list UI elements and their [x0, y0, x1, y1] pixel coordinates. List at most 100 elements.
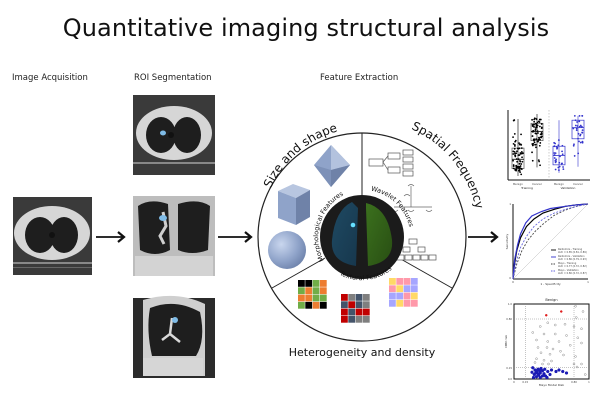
stage-label-extraction: Feature Extraction — [320, 73, 399, 83]
texture-cell — [298, 301, 305, 309]
scatter-point-mid — [574, 305, 577, 308]
scatter-point-mid — [546, 340, 549, 343]
scatter-point-low — [542, 372, 546, 376]
texture-cell — [312, 280, 320, 287]
box-point — [558, 161, 561, 164]
texture-cell — [298, 280, 305, 287]
ct-image-sagittal-roi — [133, 295, 215, 378]
roc-line-mayo-training — [512, 203, 589, 280]
box-point — [533, 120, 536, 123]
box-point — [554, 168, 557, 171]
box-point — [535, 146, 537, 149]
scatter-point-mid — [557, 340, 561, 343]
texture-cell — [305, 301, 313, 309]
scatter-point-mid — [535, 338, 538, 342]
box-point — [512, 119, 515, 122]
box-point — [512, 159, 514, 162]
sphere-icon — [268, 231, 306, 269]
texture-cell — [403, 278, 411, 285]
box-point — [532, 130, 535, 133]
legend-label: Radiomics - Validation — [558, 255, 585, 258]
box-point — [581, 129, 584, 132]
box-point — [518, 142, 521, 145]
box-point — [562, 166, 564, 168]
scatter-point-mid — [580, 362, 583, 366]
texture-cell — [341, 294, 348, 301]
box-point — [573, 155, 576, 157]
box-point — [512, 142, 515, 145]
texture-cell — [319, 294, 327, 302]
scatter-point-mid — [536, 346, 540, 349]
texture-cell — [348, 294, 356, 301]
texture-cell — [298, 294, 305, 302]
arrow-acquisition-to-segmentation — [96, 231, 126, 243]
scatter-point-low — [543, 367, 547, 371]
box-point — [559, 155, 561, 158]
scatter-point-mid — [580, 327, 583, 330]
scatter-point-mid — [575, 316, 578, 319]
scatter-point-mid — [575, 365, 579, 369]
scatter-point-low — [561, 369, 565, 374]
texture-cell — [355, 315, 363, 323]
scatter-point-low — [540, 374, 545, 378]
scatter-point-mid — [584, 373, 587, 376]
x-axis-label: Mayo Model Risk — [539, 383, 564, 387]
ct-image-axial-roi — [133, 95, 215, 175]
texture-cell — [396, 278, 404, 285]
box-point — [531, 144, 534, 146]
box-point — [519, 152, 522, 154]
box-point — [519, 165, 522, 167]
box-point — [540, 132, 543, 134]
scatter-point-low — [537, 369, 542, 373]
box-point — [533, 117, 536, 120]
box-point — [514, 154, 517, 157]
box-point — [512, 136, 514, 139]
texture-cell — [389, 292, 396, 300]
box-point — [519, 171, 522, 174]
box-point — [521, 160, 524, 163]
label-heterogeneity: Heterogeneity and density — [289, 346, 436, 359]
box-point — [514, 139, 517, 142]
box-point — [537, 159, 540, 161]
box-point — [575, 127, 578, 130]
scatter-point-mid — [533, 361, 537, 364]
box-point — [533, 126, 535, 128]
box-point — [580, 125, 583, 128]
box-point — [536, 121, 539, 124]
y-axis-label: Sensitivity — [505, 233, 509, 249]
texture-cell — [348, 301, 356, 309]
texture-cell — [341, 308, 348, 316]
box-point — [538, 125, 541, 128]
texture-cell — [389, 285, 396, 293]
texture-grid-3 — [389, 278, 418, 307]
scatter-point-high — [545, 314, 548, 317]
arrow-extraction-to-analysis — [468, 231, 499, 243]
box-point — [521, 156, 523, 159]
box-training-benign — [511, 118, 525, 176]
box-point — [534, 143, 537, 146]
box-point — [554, 152, 557, 154]
box-point — [537, 138, 540, 141]
box-point — [557, 169, 560, 172]
box-point — [512, 167, 515, 170]
box-point — [535, 118, 538, 120]
divider-left — [271, 257, 326, 289]
box-point — [573, 114, 576, 117]
scatter-point-mid — [542, 359, 546, 362]
box-point — [520, 151, 523, 153]
box-point — [554, 142, 557, 145]
box-point — [514, 152, 516, 155]
scatter-point-mid — [565, 334, 568, 337]
box-point — [581, 114, 584, 117]
scatter-point-mid — [546, 321, 549, 324]
legend-auc: AUC = 0.86 (0.79, 0.93) — [558, 258, 587, 261]
texture-cell — [341, 315, 348, 323]
box-point — [577, 132, 580, 135]
scatter-point-mid — [539, 325, 542, 328]
lung-render-icon — [320, 195, 404, 279]
texture-cell — [305, 294, 313, 302]
box-point — [534, 128, 537, 131]
